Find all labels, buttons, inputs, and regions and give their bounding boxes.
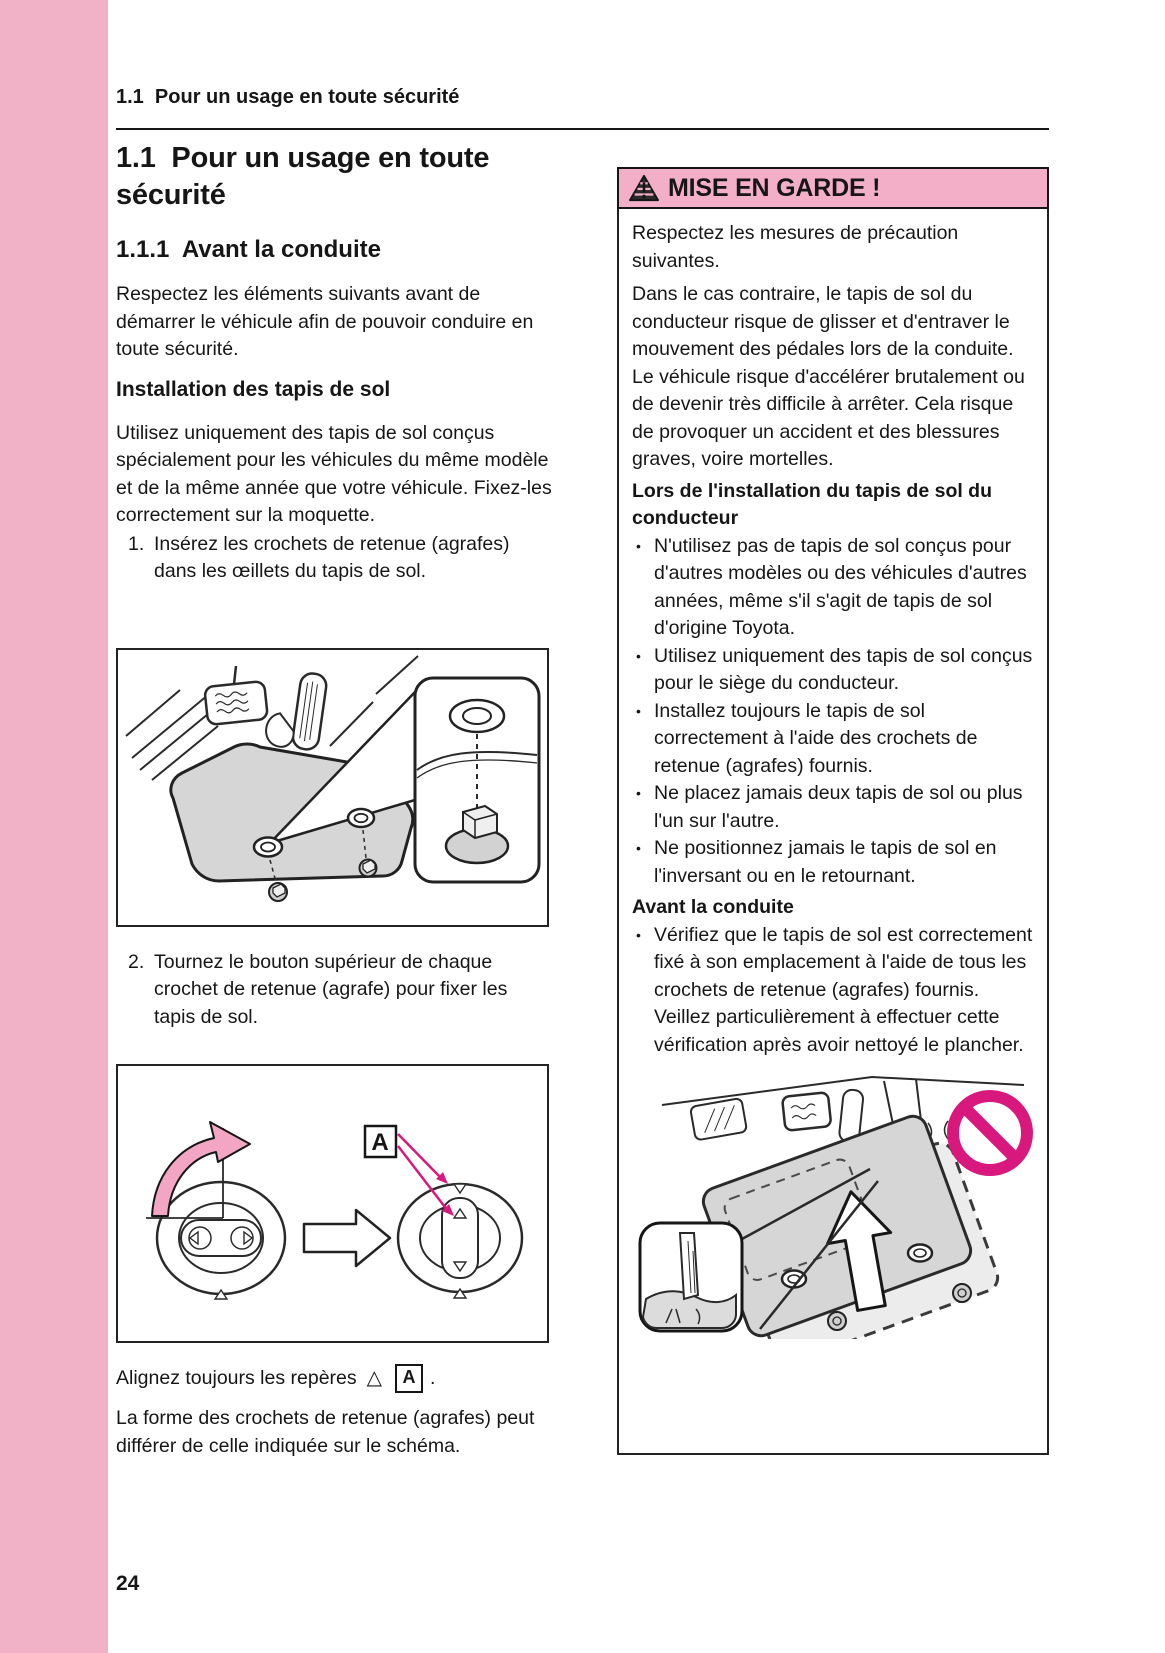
- brake-pedal-icon: [781, 1091, 832, 1132]
- step-text: Insérez les crochets de retenue (agrafes…: [154, 532, 510, 583]
- bullet-marker: •: [636, 926, 641, 943]
- warning-subheading-2: Avant la conduite: [632, 896, 794, 918]
- warning-triangle-icon: [629, 174, 659, 202]
- bullet-text: Vérifiez que le tapis de sol est correct…: [654, 923, 1033, 1056]
- align-caption-period: .: [430, 1367, 436, 1389]
- intro-paragraph: Respectez les éléments suivants avant de…: [116, 283, 534, 360]
- warning-bullet-list-1: • N'utilisez pas de tapis de sol conçus …: [632, 533, 1034, 891]
- step-text: Tournez le bouton supérieur de chaque cr…: [154, 950, 508, 1028]
- warning-title: MISE EN GARDE !: [668, 173, 881, 202]
- rotation-knob-left: [146, 1128, 287, 1300]
- warning-subheading-1: Lors de l'installation du tapis de sol d…: [632, 479, 993, 530]
- mat-eyelet-right: [346, 807, 376, 828]
- bullet-item: • Installez toujours le tapis de sol cor…: [632, 698, 1034, 781]
- align-caption: Alignez toujours les repères △ A .: [116, 1363, 553, 1393]
- mat-eyelet-left: [252, 835, 284, 858]
- rotation-knob-right: [396, 1182, 524, 1299]
- bullet-text: Utilisez uniquement des tapis de sol con…: [654, 644, 1033, 695]
- inset-bubble: [638, 1167, 879, 1333]
- step-number: 2.: [128, 950, 145, 973]
- bullet-item: • Utilisez uniquement des tapis de sol c…: [632, 643, 1034, 698]
- bullet-marker: •: [636, 647, 641, 664]
- bullet-text: Ne placez jamais deux tapis de sol ou pl…: [654, 782, 1023, 832]
- accelerator-pedal-icon: [265, 671, 328, 751]
- hook-rotation-illustration: A: [146, 1121, 524, 1300]
- door-sill: [689, 1097, 748, 1141]
- sidebar-band: [0, 0, 108, 1653]
- rotate-arrow-icon: [151, 1121, 251, 1217]
- triangle-marker: △: [366, 1367, 383, 1389]
- bullet-marker: •: [636, 702, 641, 719]
- align-caption-text: Alignez toujours les repères: [116, 1367, 357, 1389]
- up-arrow-icon: [826, 1190, 893, 1312]
- figure-mat-warning: [632, 1071, 1034, 1365]
- step-item-2: 2. Tournez le bouton supérieur de chaque…: [116, 949, 553, 1032]
- brake-pedal-icon: [203, 665, 269, 725]
- retention-hook-left: [268, 859, 288, 902]
- mat-eyelet: [780, 1243, 934, 1289]
- figure-hook-rotation: A: [116, 1064, 549, 1343]
- a-marker-box: A: [395, 1363, 424, 1393]
- bullet-marker: •: [636, 840, 641, 856]
- warning-body: Respectez les mesures de précaution suiv…: [619, 207, 1047, 1365]
- bullet-item: • Ne positionnez jamais le tapis de sol …: [632, 835, 1034, 890]
- prohibition-icon: [947, 1090, 1033, 1176]
- warning-box: MISE EN GARDE ! Respectez les mesures de…: [617, 167, 1049, 1455]
- bullet-text: Ne positionnez jamais le tapis de sol en…: [654, 837, 997, 887]
- warning-bullet-list-2: • Vérifiez que le tapis de sol est corre…: [632, 922, 1034, 1060]
- note-paragraph: La forme des crochets de retenue (agrafe…: [116, 1407, 535, 1457]
- subsection-title: 1.1.1 Avant la conduite: [116, 236, 381, 263]
- marker-a-label: A: [371, 1129, 388, 1156]
- bullet-item: • N'utilisez pas de tapis de sol conçus …: [632, 533, 1034, 643]
- bullet-text: Installez toujours le tapis de sol corre…: [654, 699, 978, 777]
- bullet-text: N'utilisez pas de tapis de sol conçus po…: [654, 534, 1027, 640]
- bullet-item: • Ne placez jamais deux tapis de sol ou …: [632, 780, 1034, 835]
- bullet-item: • Vérifiez que le tapis de sol est corre…: [632, 922, 1034, 1060]
- retention-hook-inset: [413, 676, 541, 883]
- step-item-1: 1. Insérez les crochets de retenue (agra…: [116, 531, 553, 586]
- mat-warning-illustration: [638, 1075, 1033, 1365]
- header-rule: [116, 128, 1049, 130]
- bullet-marker: •: [636, 537, 641, 554]
- mats-heading: Installation des tapis de sol: [116, 377, 391, 401]
- warning-intro: Respectez les mesures de précaution suiv…: [632, 222, 959, 272]
- retention-hook-right: [358, 829, 378, 877]
- figure-mat-installation: [116, 647, 549, 927]
- bullet-marker: •: [636, 785, 641, 801]
- warning-paragraph: Dans le cas contraire, le tapis de sol d…: [632, 283, 1025, 470]
- next-step-arrow-icon: [302, 1208, 392, 1268]
- step-number: 1.: [128, 532, 145, 555]
- marker-a-callout: A: [363, 1124, 454, 1216]
- section-title: 1.1 Pour un usage en toute sécurité: [116, 142, 498, 211]
- page-number: 24: [116, 1572, 140, 1595]
- warning-header: MISE EN GARDE !: [617, 167, 1049, 209]
- mat-installation-illustration: [125, 654, 541, 902]
- running-header: 1.1 Pour un usage en toute sécurité: [116, 86, 460, 108]
- left-column: 1.1 Pour un usage en toute sécurité 1.1.…: [116, 140, 553, 1460]
- retention-hook: [827, 1283, 972, 1331]
- mats-paragraph: Utilisez uniquement des tapis de sol con…: [116, 421, 552, 527]
